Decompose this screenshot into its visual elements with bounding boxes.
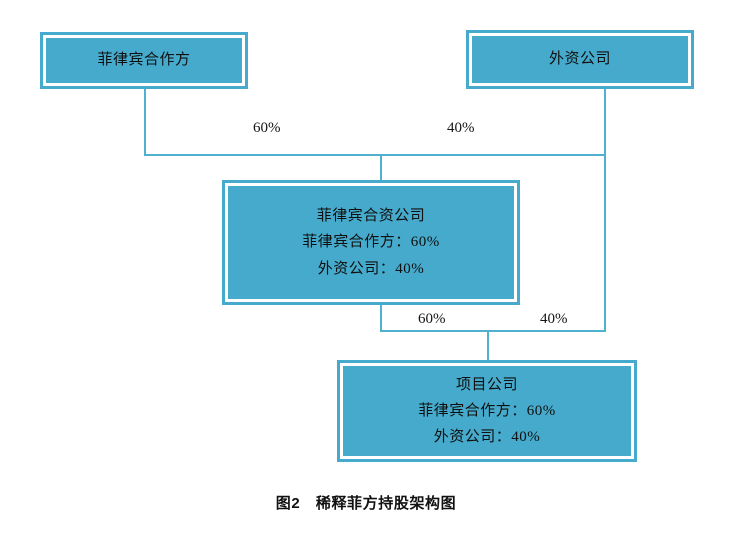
node-foreign-company-title: 外资公司 bbox=[548, 50, 611, 67]
node-philippine-joint-venture-title: 菲律宾合资公司 bbox=[316, 208, 426, 225]
node-philippine-partner[interactable]: 菲律宾合作方 bbox=[40, 32, 248, 89]
figure-caption: 图2 稀释菲方持股架构图 bbox=[275, 495, 457, 512]
connector-partner-vertical bbox=[144, 88, 146, 155]
connector-upper-horizontal bbox=[144, 154, 606, 156]
node-project-company[interactable]: 项目公司 菲律宾合作方：60% 外资公司：40% bbox=[337, 360, 637, 462]
node-project-company-title: 项目公司 bbox=[455, 376, 518, 393]
connector-lower-horizontal bbox=[380, 330, 606, 332]
node-philippine-partner-title: 菲律宾合作方 bbox=[97, 51, 191, 68]
connector-jv-stem bbox=[380, 154, 382, 182]
node-project-company-shareholder-2: 外资公司：40% bbox=[433, 429, 541, 446]
connector-jv-bottom-vertical bbox=[380, 305, 382, 332]
edge-label-foreign-to-jv: 40% bbox=[447, 120, 475, 136]
node-philippine-partner-body: 菲律宾合作方 bbox=[43, 35, 245, 86]
edge-label-foreign-to-project: 40% bbox=[540, 311, 568, 327]
connector-foreign-vertical bbox=[604, 89, 606, 332]
edge-label-partner-to-jv: 60% bbox=[253, 120, 281, 136]
node-philippine-joint-venture-shareholder-2: 外资公司：40% bbox=[317, 260, 425, 277]
node-philippine-joint-venture[interactable]: 菲律宾合资公司 菲律宾合作方：60% 外资公司：40% bbox=[222, 180, 520, 305]
node-project-company-body: 项目公司 菲律宾合作方：60% 外资公司：40% bbox=[340, 363, 634, 459]
node-philippine-joint-venture-shareholder-1: 菲律宾合作方：60% bbox=[302, 234, 440, 251]
node-philippine-joint-venture-body: 菲律宾合资公司 菲律宾合作方：60% 外资公司：40% bbox=[225, 183, 517, 302]
node-foreign-company-body: 外资公司 bbox=[469, 33, 691, 86]
edge-label-jv-to-project: 60% bbox=[418, 311, 446, 327]
connector-project-stem bbox=[487, 330, 489, 362]
node-foreign-company[interactable]: 外资公司 bbox=[466, 30, 694, 89]
node-project-company-shareholder-1: 菲律宾合作方：60% bbox=[418, 402, 556, 419]
